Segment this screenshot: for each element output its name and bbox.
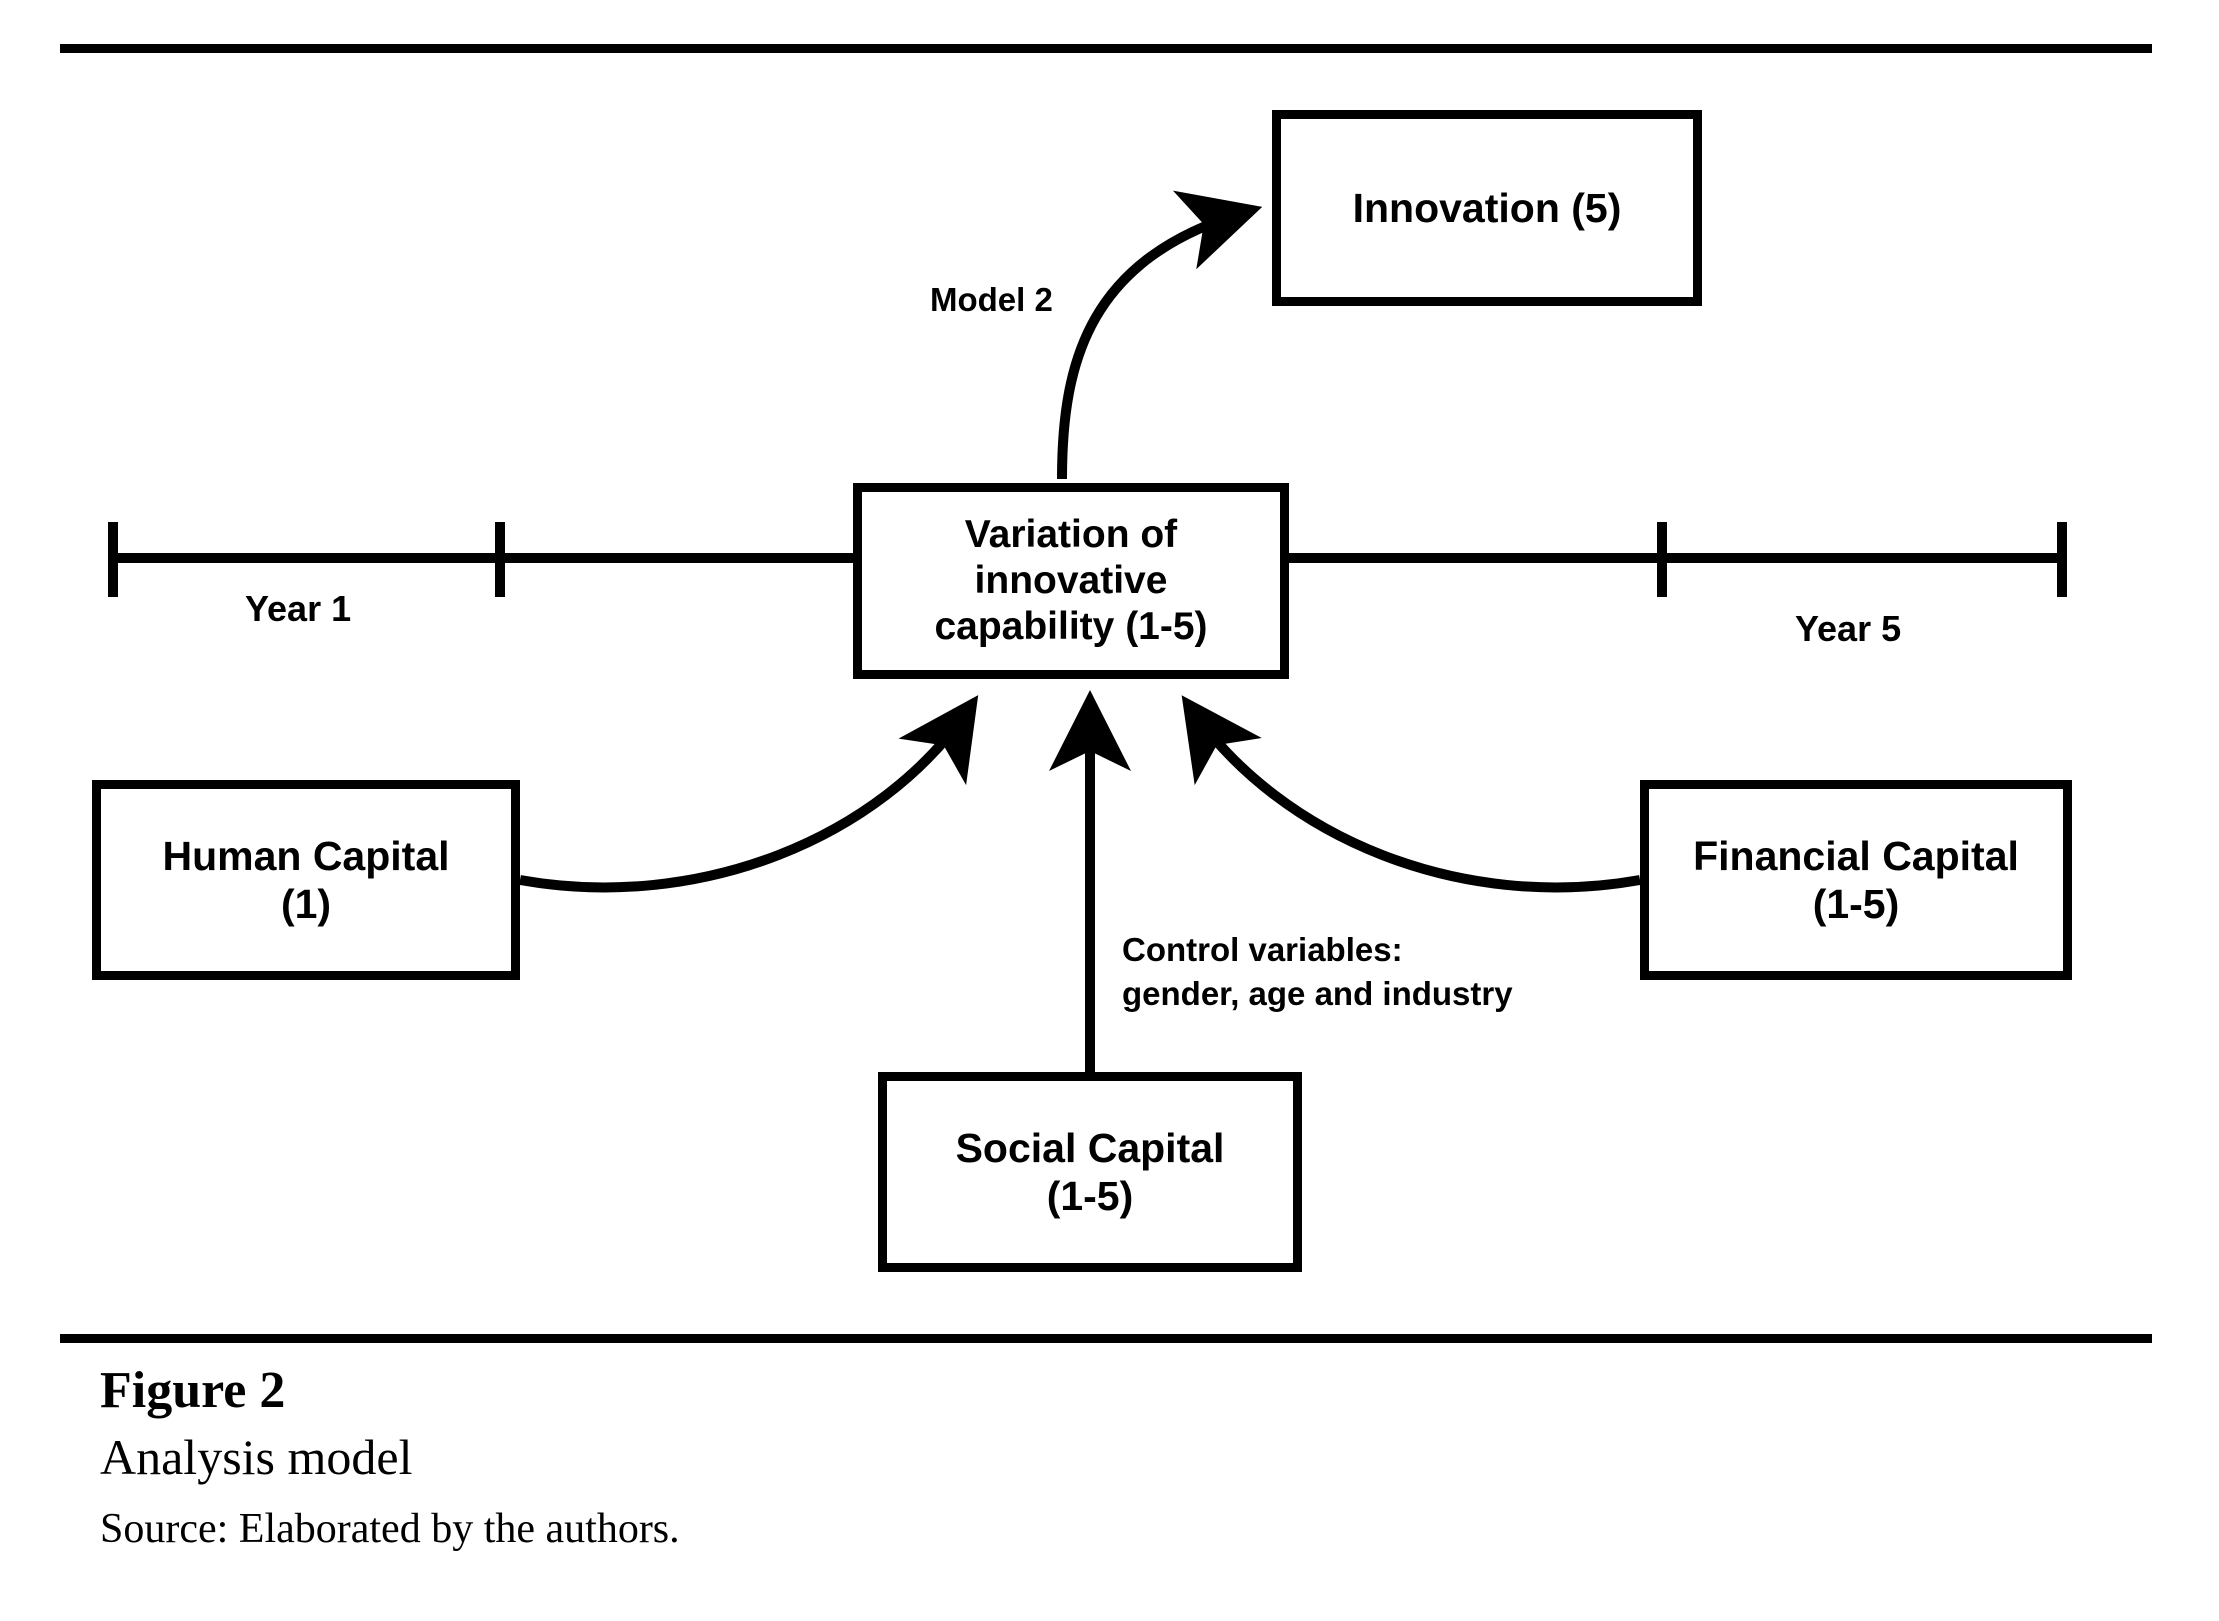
figure-source: Source: Elaborated by the authors. [100, 1506, 680, 1553]
edge-financial-capital-to-variation [1181, 695, 1641, 893]
node-financial-capital-label: Financial Capital(1-5) [1683, 832, 2029, 929]
node-social-capital-label-line1: Social Capital [955, 1124, 1225, 1171]
timeline-label-year-5: Year 5 [1795, 608, 1902, 649]
node-human-capital-label-line2: (1) [280, 881, 332, 927]
node-variation-label-line3: capability (1-5) [934, 605, 1208, 648]
node-variation-label-line1: Variation of [964, 512, 1178, 556]
node-social-capital-label-line2: (1-5) [1046, 1173, 1134, 1219]
figure-title: Analysis model [100, 1429, 413, 1486]
node-human-capital[interactable]: Human Capital(1) [92, 780, 520, 980]
edge-label-control-variables: Control variables: gender, age and indust… [1122, 928, 1513, 1015]
node-financial-capital[interactable]: Financial Capital(1-5) [1640, 780, 2072, 980]
node-social-capital-label: Social Capital(1-5) [946, 1124, 1235, 1221]
edge-label-model-2: Model 2 [930, 281, 1053, 318]
node-human-capital-label: Human Capital(1) [152, 832, 459, 929]
edge-human-capital-to-variation [519, 695, 979, 893]
bottom-horizontal-rule [60, 1334, 2152, 1343]
edge-variation-to-innovation [1057, 190, 1263, 480]
control-variables-line2: gender, age and industry [1122, 974, 1513, 1012]
node-innovation-label: Innovation (5) [1352, 184, 1622, 231]
node-financial-capital-label-line1: Financial Capital [1693, 832, 2019, 879]
node-innovation[interactable]: Innovation (5) [1272, 110, 1702, 306]
control-variables-line1: Control variables: [1122, 931, 1403, 968]
node-social-capital[interactable]: Social Capital(1-5) [878, 1072, 1302, 1272]
node-financial-capital-label-line2: (1-5) [1812, 881, 1900, 927]
node-variation-label-line2: innovative [974, 558, 1168, 602]
node-human-capital-label-line1: Human Capital [162, 832, 450, 879]
timeline-label-year-1: Year 1 [245, 588, 352, 629]
figure-caption: Figure 2 Analysis model Source: Elaborat… [100, 1360, 1600, 1556]
top-horizontal-rule [60, 44, 2152, 53]
figure-number: Figure 2 [100, 1362, 286, 1419]
